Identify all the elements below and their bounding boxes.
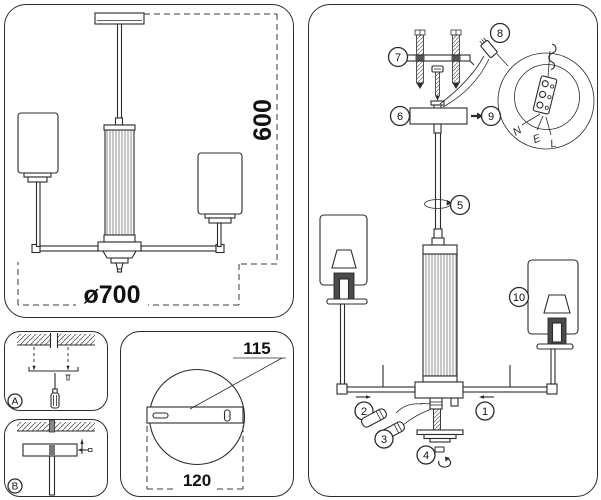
socket-cover xyxy=(543,294,571,314)
wire-terminal-l-label: L xyxy=(549,138,557,151)
terminal-block xyxy=(532,75,558,115)
wire-terminal-n-label: N xyxy=(511,124,524,138)
left-arm xyxy=(346,386,416,393)
ribbed-column xyxy=(104,124,135,243)
screw-icon xyxy=(65,374,71,381)
hanging-rod xyxy=(116,23,123,119)
assembly-drawing: 7 8 xyxy=(319,22,595,468)
arm-hub xyxy=(97,241,142,252)
callout-1-label: 1 xyxy=(482,406,488,418)
callout-8-badge xyxy=(489,22,511,44)
callout-4-badge xyxy=(416,445,436,465)
left-arm xyxy=(39,245,99,252)
arm-insert-arrow-left xyxy=(356,395,371,399)
left-shade-assembly xyxy=(319,214,368,385)
chandelier-outline xyxy=(17,12,243,273)
hanging-rod xyxy=(434,132,442,230)
down-arrow-icon xyxy=(32,366,36,371)
callout-2-label: 2 xyxy=(361,406,367,418)
plate-width-label-value: 120 xyxy=(183,471,211,490)
mounting-bracket-top-view xyxy=(146,406,244,424)
callout-6-badge xyxy=(389,105,411,127)
mounting-plate-drawing: 115 120 xyxy=(146,339,286,491)
callout-3-badge xyxy=(374,429,394,449)
bracket-mounting-drawing: A xyxy=(7,332,95,409)
callout-10-badge xyxy=(508,286,530,308)
panel-exploded-assembly: 7 8 xyxy=(308,4,598,497)
side-screw-arrow-icon xyxy=(77,448,93,452)
ceiling-bracket-with-anchors xyxy=(400,29,475,89)
callout-10-label: 10 xyxy=(513,292,525,304)
bottom-plate-assembly xyxy=(416,397,464,468)
ceiling-plate xyxy=(94,12,145,25)
canopy xyxy=(409,107,468,125)
callout-8-label: 8 xyxy=(497,28,503,40)
bracket-length-label: 115 xyxy=(243,339,270,358)
callout-6-label: 6 xyxy=(397,111,403,123)
down-rod xyxy=(48,455,56,496)
screwdriver-icon xyxy=(50,373,60,409)
panel-overall-dimensions: 600 ø700 xyxy=(4,4,294,318)
socket-cover xyxy=(331,249,357,269)
callout-1-badge xyxy=(475,401,495,421)
callout-9-label: 9 xyxy=(488,111,494,123)
stud-inside-canopy xyxy=(49,445,55,455)
threaded-stud xyxy=(49,419,55,433)
hook-icon xyxy=(548,43,557,71)
callout-5-label: 5 xyxy=(457,200,463,212)
callout-7-label: 7 xyxy=(395,52,401,64)
panel-step-b-canopy-mounting: B xyxy=(4,419,108,497)
left-shade xyxy=(17,112,59,174)
ribbed-column xyxy=(422,253,458,377)
callout-5-badge xyxy=(449,194,471,216)
rotate-finial-icon xyxy=(438,457,452,468)
chandelier-dimension-drawing: 600 ø700 xyxy=(17,12,278,309)
callout-3-label: 3 xyxy=(381,434,387,446)
callout-7-badge xyxy=(387,46,409,68)
ceiling-hatch xyxy=(17,419,95,433)
up-arrow-icon xyxy=(80,438,84,454)
step-b-badge xyxy=(7,478,23,494)
terminal-detail-balloon: N E L xyxy=(497,43,595,151)
step-a-label: A xyxy=(12,397,19,408)
bracket-slot-left xyxy=(152,412,169,419)
down-arrow-icon xyxy=(66,366,70,371)
leader-line xyxy=(189,357,283,410)
canopy-mounting-drawing: B xyxy=(7,419,95,496)
right-shade-assembly xyxy=(527,259,579,385)
wire xyxy=(439,55,485,105)
mounting-bracket xyxy=(28,367,79,372)
callout-4-label: 4 xyxy=(423,450,429,462)
right-arm xyxy=(140,245,217,252)
detail-arrow-icon xyxy=(471,112,483,120)
ceiling-hatch xyxy=(17,332,95,348)
arm-hub xyxy=(414,381,464,399)
bracket-slot-right xyxy=(223,409,231,422)
step-b-label: B xyxy=(12,482,19,493)
panel-mounting-plate-dimensions: 115 120 xyxy=(120,331,294,497)
wire-terminal-e-label: E xyxy=(531,132,543,146)
arm-insert-arrow-right xyxy=(479,395,494,399)
dimension-height-label: 600 xyxy=(249,99,277,141)
right-shade xyxy=(197,152,243,215)
right-arm xyxy=(462,386,548,393)
dimension-diameter-label: ø700 xyxy=(84,281,141,309)
wire-connector-plug xyxy=(439,37,509,108)
canopy-screw xyxy=(430,65,445,110)
wire xyxy=(442,58,490,108)
step-a-badge xyxy=(7,393,23,409)
panel-step-a-bracket-mounting: A xyxy=(4,331,108,411)
finial-nut xyxy=(434,446,445,453)
